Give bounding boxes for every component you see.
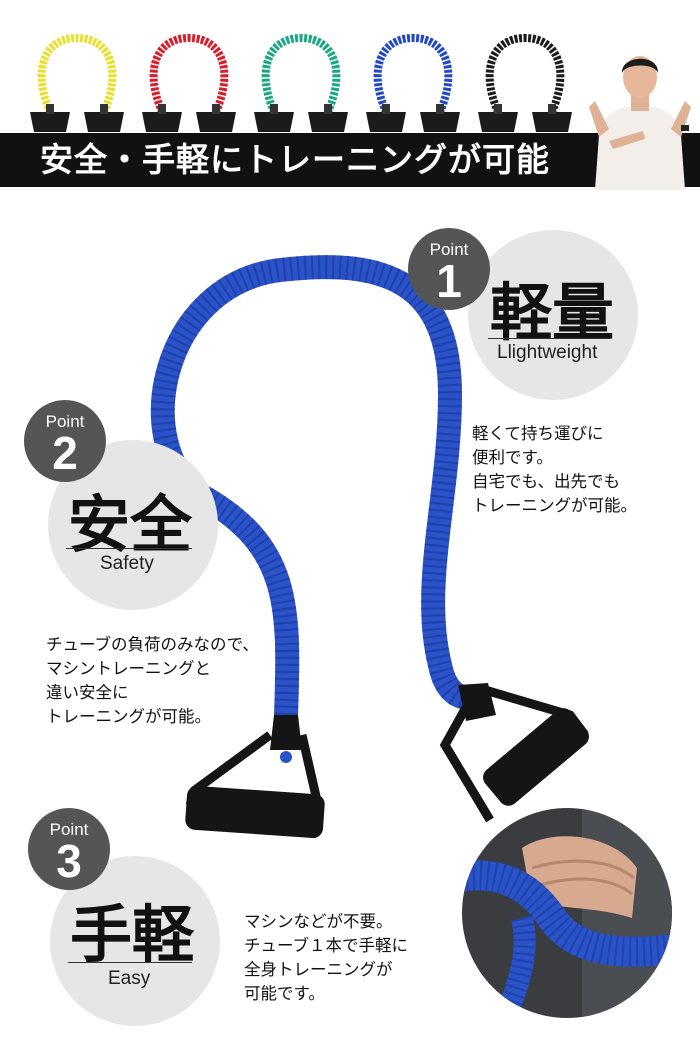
point-1-desc-line: 自宅でも、出先でも: [472, 472, 621, 491]
point-1-label: Point: [429, 240, 469, 259]
point-1-subtitle: Llightweight: [497, 342, 598, 363]
point-3-subtitle: Easy: [108, 968, 151, 989]
point-1-title: 軽量: [490, 276, 615, 349]
point-2-divider: [66, 548, 192, 549]
banner-title: 安全・手軽にトレーニングが可能: [40, 140, 550, 179]
point-2-desc-line: チューブの負荷のみなので、: [46, 635, 259, 654]
point-2-desc-line: マシントレーニングと: [46, 659, 211, 678]
yellow-tube-product-icon: [30, 33, 124, 132]
point-3-label: Point: [49, 820, 89, 839]
black-tube-product-icon: [478, 33, 572, 132]
point-3-number: 3: [56, 835, 82, 887]
point-2-desc-line: 違い安全に: [46, 683, 129, 702]
red-tube-product-icon: [142, 33, 236, 132]
resistance-tube-product-image: [150, 255, 589, 839]
point-1-divider: [488, 338, 610, 339]
trainer-person-image: [589, 56, 691, 190]
green-tube-product-icon: [254, 33, 348, 132]
point-1-desc-line: トレーニングが可能。: [472, 496, 637, 515]
title-banner: 安全・手軽にトレーニングが可能: [0, 133, 700, 187]
point-3-desc-line: マシンなどが不要。: [244, 912, 393, 931]
point-1-number: 1: [436, 255, 462, 307]
point-2-subtitle: Safety: [100, 553, 154, 574]
point-3-title: 手軽: [70, 898, 195, 971]
point-2-desc-line: トレーニングが可能。: [46, 707, 211, 726]
point-1-description: 軽くて持ち運びに 便利です。 自宅でも、出先でも トレーニングが可能。: [472, 422, 637, 518]
point-3-description: マシンなどが不要。 チューブ１本で手軽に 全身トレーニングが 可能です。: [244, 910, 408, 1006]
point-3-badge: Point 3: [28, 808, 110, 890]
point-3-desc-line: チューブ１本で手軽に: [244, 936, 409, 955]
hand-grip-photo: [462, 808, 672, 1018]
point-1-desc-line: 便利です。: [472, 448, 553, 467]
point-1-desc-line: 軽くて持ち運びに: [472, 424, 604, 443]
point-1-badge: Point 1: [408, 228, 490, 310]
point-2-label: Point: [45, 412, 85, 431]
point-1-circle-bg: [468, 230, 638, 400]
point-3-desc-line: 全身トレーニングが: [244, 960, 393, 979]
point-3-desc-line: 可能です。: [244, 984, 325, 1003]
point-3-divider: [68, 962, 192, 963]
point-2-title: 安全: [68, 488, 193, 561]
hand-grip-illustration: [462, 808, 672, 1018]
blue-tube-product-icon: [366, 33, 460, 132]
point-2-number: 2: [52, 427, 78, 479]
point-2-description: チューブの負荷のみなので、 マシントレーニングと 違い安全に トレーニングが可能…: [46, 633, 259, 729]
point-2-badge: Point 2: [24, 400, 106, 482]
